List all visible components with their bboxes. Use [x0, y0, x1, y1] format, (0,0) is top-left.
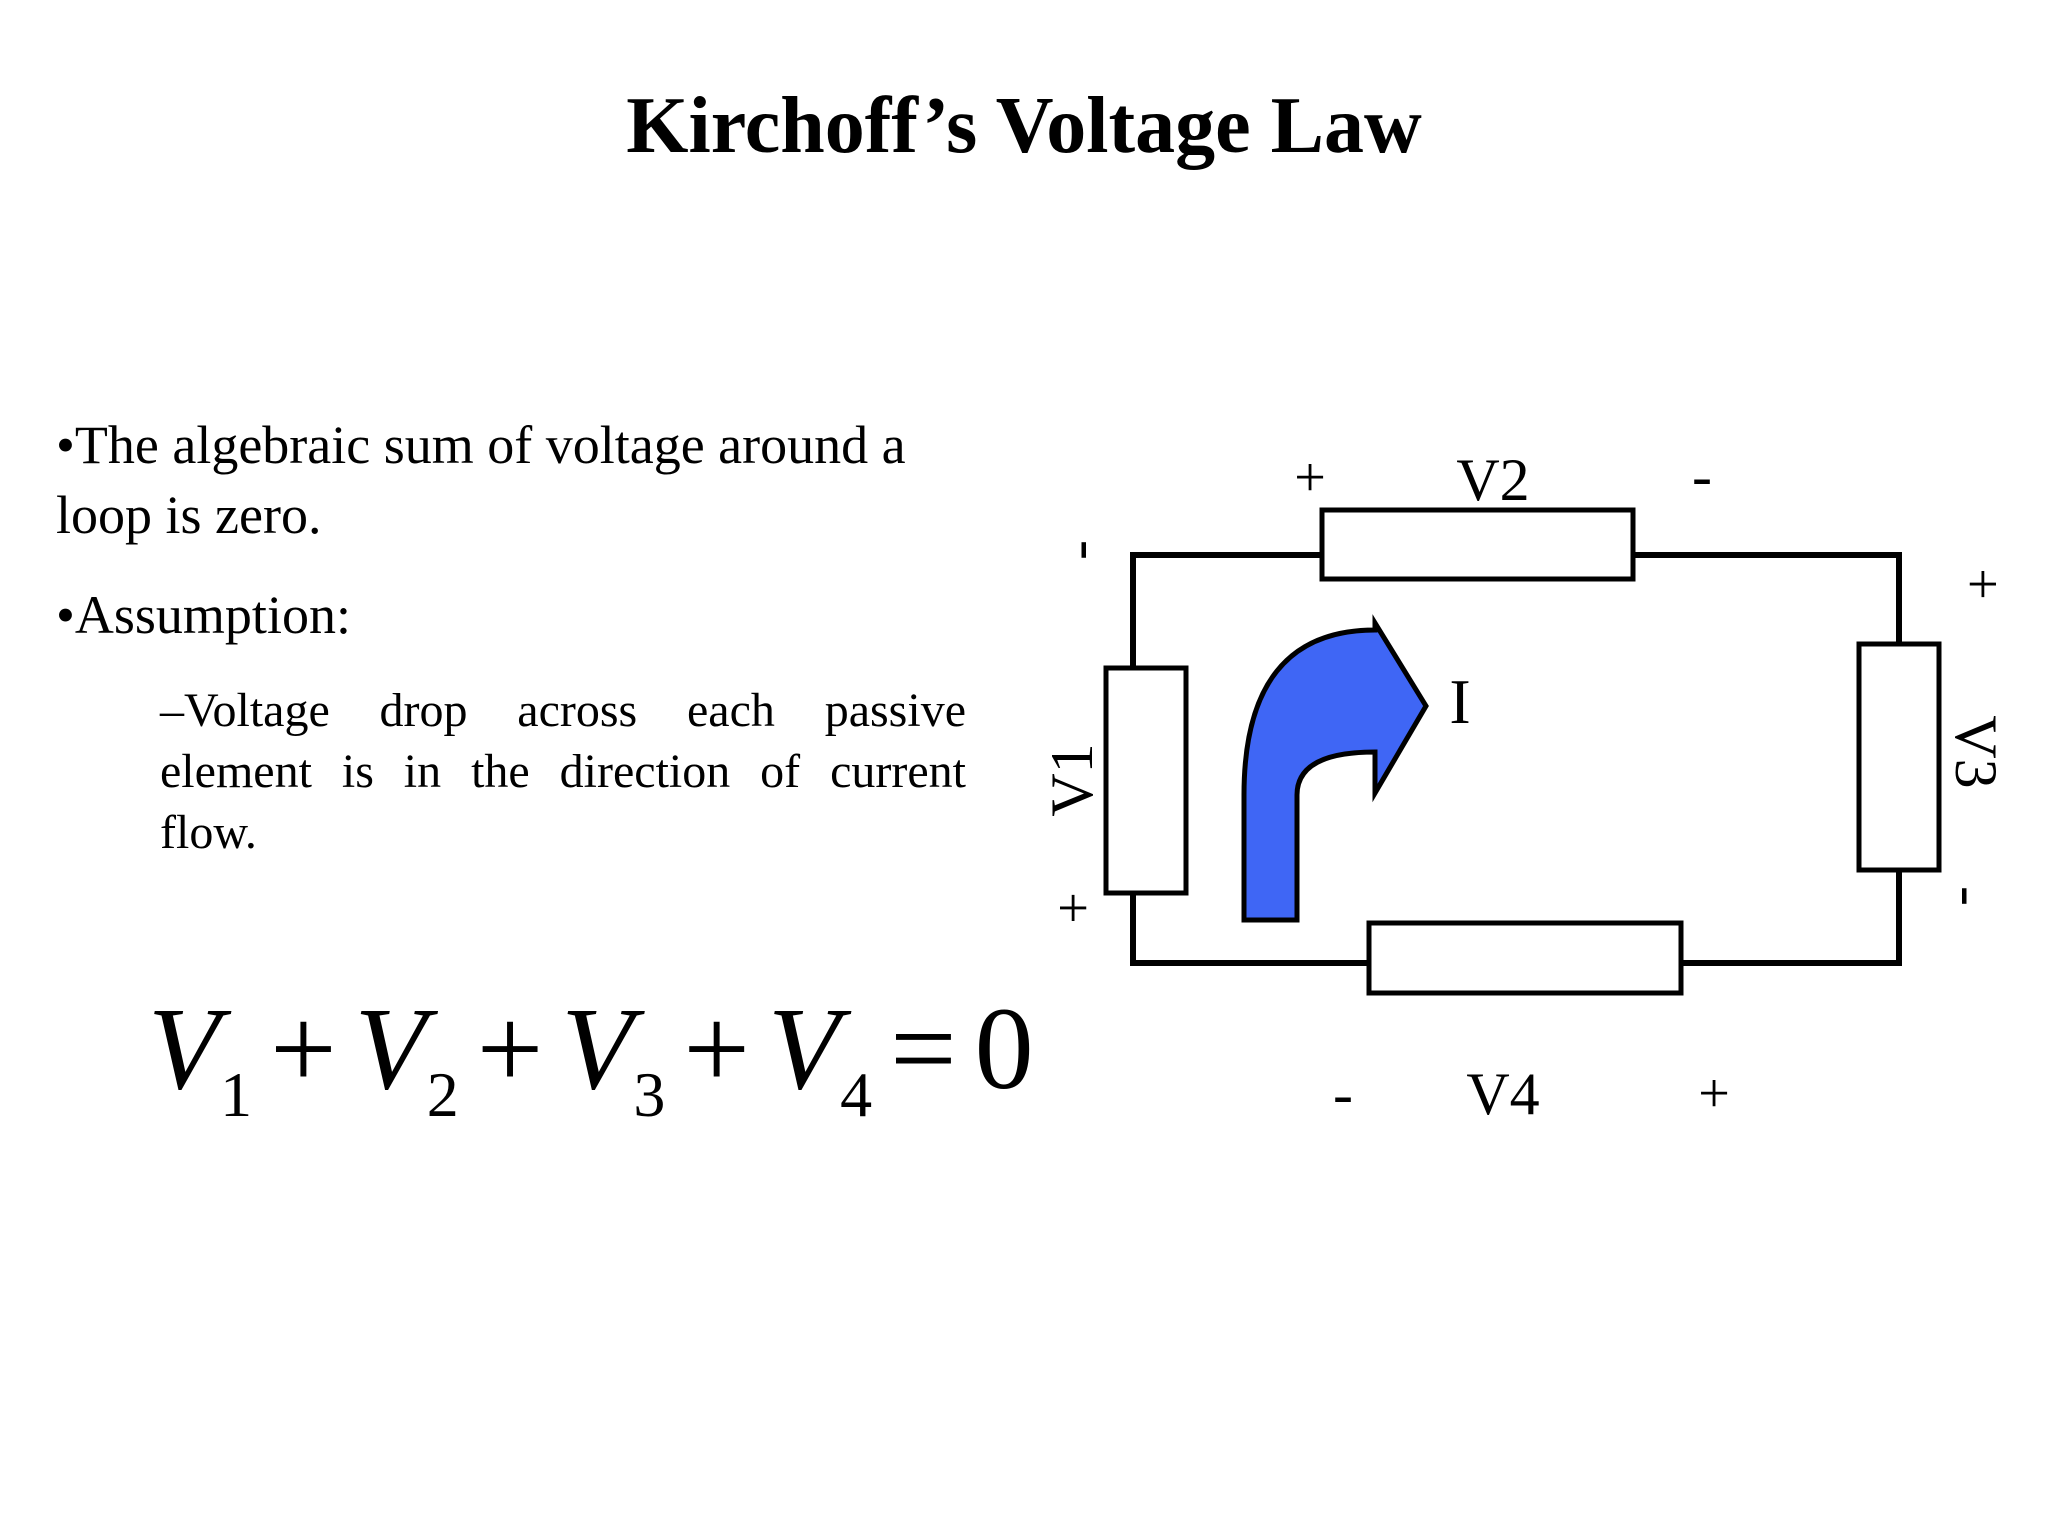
- equation-term-4: V4: [767, 983, 872, 1127]
- wire-bottom-left: [1130, 890, 1372, 966]
- equation-equals: =: [890, 983, 957, 1114]
- v4-label: V4: [1466, 1061, 1539, 1127]
- v1-minus: -: [1045, 540, 1111, 560]
- v2-plus: +: [1294, 447, 1326, 509]
- wire-top-right: [1630, 552, 1902, 647]
- equation-term-1: V1: [148, 983, 252, 1127]
- v1-plus: +: [1043, 892, 1105, 924]
- v3-minus: -: [1937, 886, 2003, 906]
- slide-title: Kirchoff’s Voltage Law: [626, 82, 1422, 170]
- bullet-assumption: •Assumption:: [56, 585, 351, 645]
- resistor-v1: [1103, 665, 1189, 896]
- v3-label: V3: [1943, 715, 2009, 788]
- v2-minus: -: [1692, 443, 1712, 509]
- wire-top-left: [1130, 552, 1325, 671]
- sub-bullet-voltage-drop: –Voltage drop across each passive elemen…: [160, 684, 966, 859]
- v4-plus: +: [1698, 1063, 1730, 1125]
- equation-subscript-2: 2: [426, 1059, 459, 1130]
- equation-subscript-4: 4: [840, 1059, 873, 1130]
- v4-minus: -: [1333, 1061, 1353, 1127]
- resistor-v3: [1856, 641, 1942, 873]
- bullet-kvl-definition: •The algebraic sum of voltage around a l…: [56, 415, 906, 545]
- equation-plus-3: +: [683, 983, 750, 1114]
- equation-term-2: V2: [354, 983, 459, 1127]
- equation-plus-2: +: [476, 983, 544, 1114]
- v1-label: V1: [1039, 743, 1105, 816]
- equation-symbol-3: V: [561, 983, 634, 1114]
- equation-symbol-4: V: [767, 983, 841, 1114]
- wire-bottom-right: [1678, 867, 1902, 966]
- equation-plus-1: +: [270, 983, 337, 1114]
- equation-subscript-1: 1: [220, 1059, 253, 1130]
- equation-symbol-2: V: [354, 983, 427, 1114]
- v2-label: V2: [1456, 447, 1529, 513]
- circuit-wires: [1130, 552, 1902, 966]
- equation-rhs: 0: [974, 983, 1034, 1114]
- resistor-v4: [1366, 920, 1684, 996]
- v3-plus: +: [1951, 568, 2013, 600]
- current-label: I: [1449, 666, 1470, 737]
- current-arrow-icon: [1241, 614, 1429, 923]
- resistor-v2: [1319, 507, 1636, 582]
- bullet-list: •The algebraic sum of voltage around a l…: [56, 410, 966, 863]
- equation-term-3: V3: [561, 983, 665, 1127]
- equation-subscript-3: 3: [633, 1059, 666, 1130]
- kvl-equation: V1+V2+V3+V4=0: [148, 990, 1034, 1127]
- equation-symbol-1: V: [148, 983, 221, 1114]
